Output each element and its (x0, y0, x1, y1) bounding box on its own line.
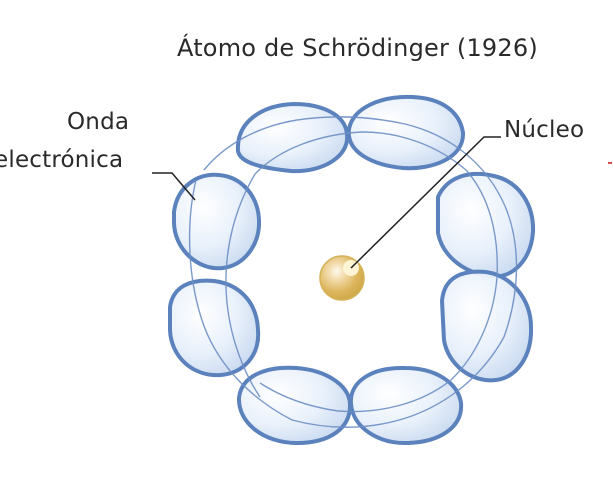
inner-wave-lines (188, 116, 518, 428)
nucleus-label: Núcleo (504, 117, 585, 143)
diagram-title: Átomo de Schrödinger (1926) (177, 34, 538, 62)
electron-wave-lobe (235, 101, 350, 174)
electron-wave-lobe (348, 365, 464, 446)
electron-wave-lobe (168, 278, 261, 378)
electron-wave-lobe (172, 172, 262, 271)
annotation-lines (152, 136, 501, 269)
electron-wave-lobe (436, 171, 536, 279)
electron-wave-label-line-1: Onda (67, 109, 130, 135)
electron-wave-lobe (346, 94, 466, 171)
electron-wave-lobe (236, 365, 353, 446)
electron-wave-pointer (152, 172, 196, 201)
electron-wave-label-line-2: electrónica (0, 147, 124, 173)
nucleus-pointer (350, 136, 501, 269)
